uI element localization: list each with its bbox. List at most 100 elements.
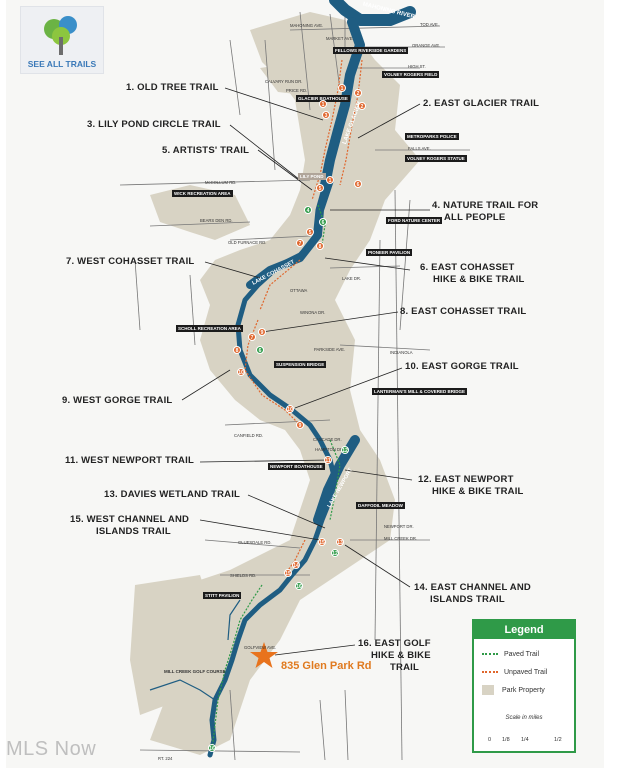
trail-15-label-line1[interactable]: 15. WEST CHANNEL AND (70, 514, 190, 525)
trail-2-label[interactable]: 2. EAST GLACIER TRAIL (423, 98, 540, 109)
fellows-gardens-tag: FELLOWS RIVERSIDE GARDENS (333, 47, 409, 54)
trail-marker-4[interactable]: 4 (304, 206, 312, 214)
trail-3-label[interactable]: 3. LILY POND CIRCLE TRAIL (87, 119, 221, 130)
trail-8-label[interactable]: 8. EAST COHASSET TRAIL (400, 306, 527, 317)
metroparks-police-tag: METROPARKS POLICE (405, 133, 459, 140)
scholl-recreation-tag: SCHOLL RECREATION AREA (176, 325, 243, 332)
trail-16-label-line1[interactable]: 16. EAST GOLF (358, 638, 431, 649)
paved-trail-swatch (482, 653, 498, 656)
trail-marker-3[interactable]: 3 (322, 111, 330, 119)
falls-ave-label: FALLS AVE. (408, 146, 431, 151)
trail-7-label[interactable]: 7. WEST COHASSET TRAIL (66, 256, 195, 267)
see-all-trails-label: SEE ALL TRAILS (27, 59, 97, 69)
trail-marker-7[interactable]: 7 (296, 239, 304, 247)
trail-marker-1[interactable]: 1 (319, 100, 327, 108)
trail-marker-1[interactable]: 1 (326, 176, 334, 184)
ottawa-label: OTTAWA (290, 288, 308, 293)
trail-marker-16[interactable]: 16 (208, 744, 216, 752)
lantermans-mill-tag: LANTERMAN'S MILL & COVERED BRIDGE (372, 388, 467, 395)
trail-marker-15[interactable]: 15 (318, 538, 326, 546)
ford-nature-center-tag: FORD NATURE CENTER (386, 217, 443, 224)
trail-5-label[interactable]: 5. ARTISTS' TRAIL (162, 145, 250, 156)
trail-4-label-line2[interactable]: ALL PEOPLE (444, 212, 506, 223)
calvary-run-label: CALVARY RUN DR. (265, 79, 303, 84)
mahoning-ave-label: MAHONING AVE. (290, 23, 324, 28)
creek (149, 599, 241, 701)
park-property-swatch (482, 685, 494, 695)
trail-marker-8[interactable]: 8 (316, 242, 324, 250)
trail-marker-10[interactable]: 10 (286, 405, 294, 413)
mccollum-rd-label: McCOLLUM RD. (205, 180, 237, 185)
trail-marker-8[interactable]: 8 (233, 346, 241, 354)
trail-marker-2[interactable]: 2 (358, 102, 366, 110)
gluesdale-rd-label: GLUESDALE RD. (238, 540, 272, 545)
cascade-dr-label: CASCADE DR. (313, 437, 342, 442)
newport-boathouse-tag: NEWPORT BOATHOUSE (268, 463, 325, 470)
tree-icon (44, 16, 77, 55)
trail-16-label-line2[interactable]: HIKE & BIKE (371, 650, 431, 661)
trail-marker-13[interactable]: 13 (336, 538, 344, 546)
trail-marker-10[interactable]: 10 (237, 368, 245, 376)
trail-marker-5[interactable]: 5 (316, 184, 324, 192)
golf-course-tag: MILL CREEK GOLF COURSE (164, 669, 226, 674)
trail-marker-5[interactable]: 5 (306, 228, 314, 236)
trail-10-label[interactable]: 10. EAST GORGE TRAIL (405, 361, 519, 372)
trail-16-label-line3[interactable]: TRAIL (390, 662, 419, 673)
rt224-label: RT. 224 (158, 756, 173, 761)
trail-11-label[interactable]: 11. WEST NEWPORT TRAIL (65, 455, 194, 466)
hampton-dr-label: HAMPTON DR. (315, 447, 345, 452)
volney-field-tag: VOLNEY ROGERS FIELD (382, 71, 440, 78)
trail-9-label[interactable]: 9. WEST GORGE TRAIL (62, 395, 173, 406)
trail-12-label-line2[interactable]: HIKE & BIKE TRAIL (432, 486, 524, 497)
pioneer-pavilion-tag: PIONEER PAVILION (366, 249, 413, 256)
trail-marker-9[interactable]: 9 (296, 421, 304, 429)
parkside-ave-label: PARKSIDE AVE. (314, 347, 346, 352)
trail-14-label-line1[interactable]: 14. EAST CHANNEL AND (414, 582, 531, 593)
trail-marker-16[interactable]: 16 (295, 582, 303, 590)
wick-recreation-tag: WICK RECREATION AREA (172, 190, 233, 197)
bears-den-label: BEARS DEN RD. (200, 218, 233, 223)
callout-leaders (181, 87, 430, 656)
left-margin (0, 0, 6, 768)
trail-4-label-line1[interactable]: 4. NATURE TRAIL FOR (432, 200, 539, 211)
trail-6-label-line2[interactable]: HIKE & BIKE TRAIL (433, 274, 525, 285)
trail-marker-1[interactable]: 1 (338, 84, 346, 92)
trail-6-label-line1[interactable]: 6. EAST COHASSET (420, 262, 515, 273)
scale-tick-3: 1/2 (554, 737, 562, 743)
legend-park-label: Park Property (502, 686, 545, 694)
glacier-boathouse-tag: GLACIER BOATHOUSE (296, 95, 350, 102)
trail-14-label-line2[interactable]: ISLANDS TRAIL (430, 594, 505, 605)
park-property (130, 12, 420, 755)
trail-marker-15[interactable]: 15 (284, 569, 292, 577)
trail-1-label[interactable]: 1. OLD TREE TRAIL (126, 82, 219, 93)
mill-creek-dr-label: MILL CREEK DR. (384, 536, 418, 541)
legend-unpaved-row: Unpaved Trail (482, 669, 547, 676)
legend-title: Legend (474, 621, 574, 639)
shields-rd-label: SHIELDS RD. (230, 573, 257, 578)
trail-marker-9[interactable]: 9 (258, 328, 266, 336)
tod-ave-label: TOD AVE. (420, 22, 439, 27)
legend-unpaved-label: Unpaved Trail (504, 669, 548, 676)
trail-marker-6[interactable]: 6 (256, 346, 264, 354)
map-legend: Legend Paved Trail Unpaved Trail Park Pr… (472, 619, 576, 753)
orange-ave-label: ORANGE AVE. (412, 43, 441, 48)
trail-marker-6[interactable]: 6 (319, 218, 327, 226)
trail-marker-7[interactable]: 7 (248, 333, 256, 341)
scale-tick-2: 1/4 (521, 737, 529, 743)
legend-paved-row: Paved Trail (482, 651, 539, 658)
trail-12-label-line1[interactable]: 12. EAST NEWPORT (418, 474, 514, 485)
trail-marker-11[interactable]: 11 (324, 456, 332, 464)
trail-marker-14[interactable]: 14 (292, 561, 300, 569)
indianola-label: INDIANOLA (390, 350, 413, 355)
old-furnace-label: OLD FURNACE RD. (228, 240, 267, 245)
trail-15-label-line2[interactable]: ISLANDS TRAIL (96, 526, 171, 537)
trail-13-label[interactable]: 13. DAVIES WETLAND TRAIL (104, 489, 241, 500)
trail-marker-6[interactable]: 6 (354, 180, 362, 188)
property-star-icon (250, 642, 278, 668)
trail-marker-12[interactable]: 12 (341, 446, 349, 454)
see-all-trails-button[interactable]: SEE ALL TRAILS (20, 6, 104, 74)
trail-marker-12[interactable]: 12 (331, 549, 339, 557)
trail-marker-2[interactable]: 2 (354, 89, 362, 97)
